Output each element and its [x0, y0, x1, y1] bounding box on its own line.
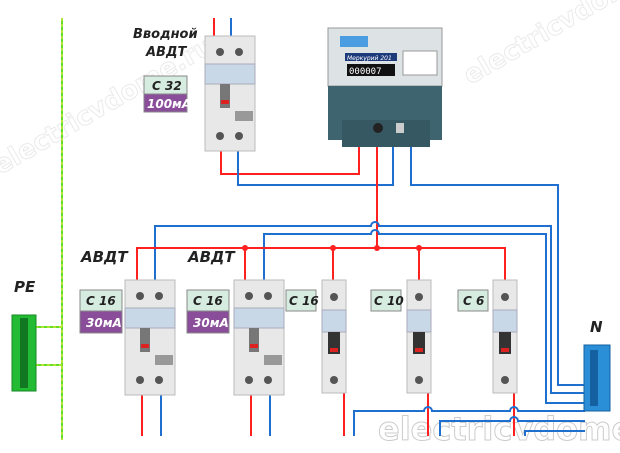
input-rcbo-label-2: АВДТ: [145, 45, 188, 60]
watermark: electricvdome.ru: [378, 410, 620, 448]
input-rating-tag: С 32 100мА: [143, 75, 191, 113]
svg-text:С 32: С 32: [152, 79, 182, 93]
pe-label: PE: [14, 278, 36, 296]
mcb-2: [406, 279, 432, 394]
svg-text:Меркурий 201: Меркурий 201: [347, 55, 392, 62]
n-label: N: [590, 318, 603, 336]
svg-text:С 6: С 6: [463, 294, 484, 308]
svg-text:30мА: 30мА: [86, 316, 122, 330]
mcb-3-rating-tag: С 6: [457, 289, 489, 312]
svg-text:С 16: С 16: [86, 294, 116, 308]
pe-busbar: [11, 314, 37, 392]
svg-text:30мА: 30мА: [193, 316, 229, 330]
mcb-2-rating-tag: С 10: [370, 289, 404, 312]
mcb-3: [492, 279, 518, 394]
mcb-1-rating-tag: С 16: [285, 289, 319, 312]
svg-text:000007: 000007: [349, 67, 382, 77]
input-rcbo: [204, 35, 256, 152]
junction-dots: [242, 245, 422, 251]
input-rcbo-label: Вводной: [133, 27, 198, 42]
rcbo-1: [124, 279, 176, 396]
rcbo-2-rating-tag: С 16 30мА: [186, 289, 230, 334]
output-neutral-wires: [160, 395, 585, 436]
rcbo-2-label: АВДТ: [187, 248, 236, 266]
neutral-abdt1: [154, 221, 585, 394]
output-phase-wires: [141, 393, 515, 436]
pe-conductor: [36, 18, 63, 440]
rcbo-1-label: АВДТ: [80, 248, 129, 266]
watermark-diagonal: electricvdome.ru: [459, 0, 620, 91]
svg-text:С 10: С 10: [374, 294, 404, 308]
meter-neutral-out: [410, 147, 585, 386]
mcb-1: [321, 279, 347, 394]
svg-text:С 16: С 16: [193, 294, 223, 308]
svg-text:С 16: С 16: [289, 294, 319, 308]
neutral-abdt2: [263, 229, 585, 404]
electricity-meter: Меркурий 201 000007: [327, 27, 443, 147]
rcbo-2: [233, 279, 285, 396]
svg-text:100мА: 100мА: [147, 97, 191, 111]
rcbo-1-rating-tag: С 16 30мА: [79, 289, 123, 334]
phase-bus: [136, 247, 506, 283]
n-busbar: [583, 344, 611, 412]
